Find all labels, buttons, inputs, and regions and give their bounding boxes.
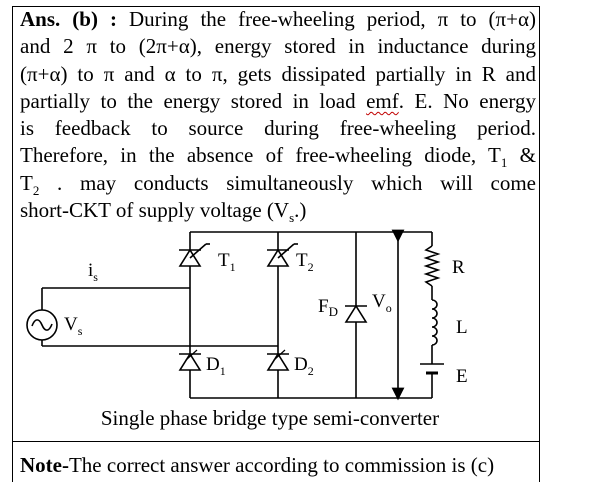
note-text: The correct answer according to commissi… — [68, 453, 495, 477]
vo-label: Vo — [372, 291, 392, 315]
d2-label: D2 — [294, 354, 314, 378]
answer-paragraph: Ans. (b) : During the free-wheeling peri… — [20, 6, 536, 224]
vs-label: Vs — [64, 314, 83, 338]
l-label: L — [456, 317, 468, 338]
diode-d1-icon — [178, 349, 202, 371]
r-label: R — [452, 257, 465, 278]
t1-label: T1 — [218, 250, 236, 274]
answer-line: (π+α) to π and α to π, gets dissipated p… — [20, 61, 536, 86]
freewheel-diode-icon — [344, 304, 368, 323]
answer-label: Ans. (b) : — [20, 7, 117, 31]
d1-label: D1 — [206, 354, 226, 378]
spellcheck-word: emf — [366, 88, 399, 113]
diode-d2-icon — [266, 349, 290, 371]
answer-line: is feedback to source during free-wheeli… — [20, 116, 536, 141]
answer-line: and 2 π to (2π+α), energy stored in indu… — [20, 34, 536, 59]
divider — [12, 441, 540, 442]
answer-line: short-CKT of supply voltage (Vs.) — [20, 198, 307, 226]
battery-icon — [420, 363, 444, 375]
note-label: Note- — [20, 453, 69, 477]
answer-line: Ans. (b) : During the free-wheeling peri… — [20, 7, 536, 31]
t2-label: T2 — [296, 250, 314, 274]
ac-source-icon — [26, 309, 58, 341]
thyristor-t1-icon — [178, 243, 210, 267]
e-label: E — [456, 366, 468, 387]
fd-label: FD — [318, 296, 338, 319]
figure-caption: Single phase bridge type semi-converter — [100, 406, 440, 430]
circuit-labels: T1 T2 D1 D2 FD Vo is Vs R L E — [64, 250, 468, 387]
thyristor-t2-icon — [266, 243, 298, 267]
answer-line: T2 . may conducts simultaneously which w… — [20, 170, 536, 198]
is-label: is — [88, 260, 98, 284]
answer-line: Therefore, in the absence of free-wheeli… — [20, 143, 536, 171]
commission-note: Note-The correct answer according to com… — [20, 453, 494, 478]
inductor-icon — [431, 299, 438, 346]
resistor-icon — [423, 245, 441, 287]
answer-box — [12, 6, 540, 482]
answer-line: partially to the energy stored in load e… — [20, 88, 537, 113]
